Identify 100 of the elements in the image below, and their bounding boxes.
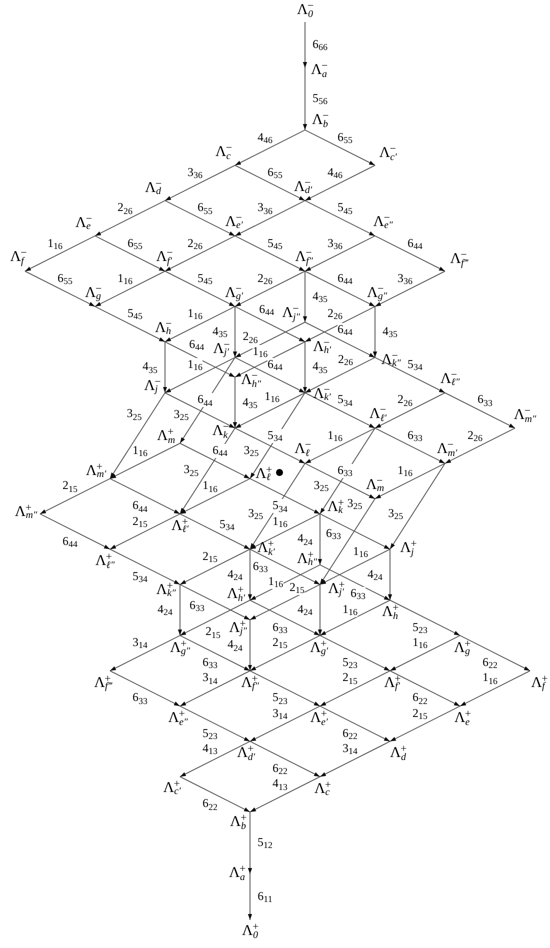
edge-label: 6$_{11}$	[258, 890, 272, 904]
edge-label: 5$_{12}$	[258, 836, 272, 850]
arrow	[320, 706, 390, 742]
arrow	[234, 164, 306, 202]
arrow	[180, 513, 250, 550]
edge-label: 5$_{45}$	[338, 201, 352, 216]
arrow	[304, 428, 376, 464]
edge-label: 6$_{66}$	[312, 38, 328, 52]
arrow	[250, 478, 320, 514]
edge-label: 6$_{55}$	[198, 201, 212, 216]
edge-label: 6$_{33}$	[478, 393, 492, 408]
edge-label: 4$_{35}$	[142, 360, 158, 374]
arrow	[460, 635, 530, 672]
edge-label: 4$_{24}$	[158, 603, 172, 617]
edge-label: 1$_{16}$	[482, 671, 498, 686]
edge-label: 4$_{35}$	[242, 396, 258, 410]
edge-label: 1$_{16}$	[188, 358, 202, 372]
edge-label: 4$_{13}$	[202, 742, 218, 756]
arrow	[390, 670, 460, 707]
arrow	[304, 357, 376, 394]
arrow	[234, 130, 306, 166]
arrow	[250, 776, 320, 812]
arrow	[110, 478, 180, 514]
arrow	[320, 513, 390, 550]
arrow	[164, 341, 236, 378]
edge-label: 2$_{15}$	[342, 671, 358, 686]
edge-label: 3$_{25}$	[174, 408, 189, 422]
arrow	[248, 874, 252, 920]
edge-label: 3$_{14}$	[132, 636, 148, 650]
edge-label: 1$_{16}$	[353, 544, 368, 559]
arrow	[248, 812, 252, 874]
arrow	[250, 548, 320, 585]
edge-label: 4$_{35}$	[382, 325, 398, 339]
edge-label: 6$_{55}$	[128, 236, 142, 251]
edge-label: 1$_{16}$	[272, 514, 288, 529]
edge-label: 6$_{44}$	[132, 499, 148, 514]
edge-label: 6$_{33}$	[338, 464, 352, 478]
arrow	[180, 740, 250, 778]
arrow	[390, 706, 460, 742]
edge-label: 5$_{34}$	[408, 358, 422, 372]
edge-label: 1$_{16}$	[188, 307, 202, 322]
arrow	[180, 442, 250, 480]
arrow	[250, 635, 320, 672]
arrow	[304, 235, 376, 272]
arrow	[180, 706, 250, 742]
arrow	[40, 513, 110, 550]
edge-label: 6$_{22}$	[202, 797, 218, 812]
edge-label: 6$_{33}$	[190, 598, 204, 613]
edge-label: 2$_{15}$	[132, 514, 148, 529]
arrow	[320, 428, 376, 514]
edge-label: 2$_{15}$	[206, 625, 220, 640]
edge-label: 6$_{22}$	[482, 656, 498, 670]
arrow	[234, 392, 306, 429]
edge-label: 2$_{15}$	[202, 550, 218, 564]
arrow	[250, 462, 306, 550]
edge-label: 6$_{44}$	[338, 272, 352, 286]
arrow	[24, 270, 96, 307]
edge-label: 2$_{26}$	[118, 201, 132, 216]
arrow	[234, 235, 306, 272]
arrow	[304, 130, 376, 166]
arrow	[232, 376, 238, 429]
edge-label: 6$_{44}$	[189, 338, 204, 352]
edge-label: 3$_{25}$	[347, 497, 362, 512]
arrow	[110, 442, 180, 480]
arrow	[110, 548, 180, 585]
edge-label: 5$_{34}$	[268, 428, 282, 443]
arrow	[180, 776, 250, 812]
arrow	[178, 584, 182, 636]
arrow	[250, 392, 306, 480]
arrow	[94, 235, 166, 272]
edge-label: 2$_{26}$	[468, 428, 482, 443]
edge-label: 5$_{23}$	[202, 726, 218, 741]
arrow	[234, 322, 306, 358]
arrow	[110, 392, 166, 480]
edge-label: 4$_{24}$	[368, 568, 382, 582]
edge-label: 2$_{15}$	[290, 581, 304, 596]
arrow	[110, 635, 180, 672]
arrow	[180, 428, 236, 514]
edge-label: 1$_{16}$	[132, 444, 148, 458]
edge-label: 5$_{45}$	[128, 307, 142, 322]
edge-label: 3$_{14}$	[342, 742, 358, 756]
edge-label: 1$_{16}$	[202, 479, 218, 494]
edge-label: 1$_{16}$	[342, 602, 358, 617]
arrow	[320, 670, 390, 707]
edge-label: 6$_{44}$	[259, 302, 274, 317]
arrow	[390, 462, 446, 550]
arrow	[164, 164, 236, 202]
arrow	[320, 548, 390, 585]
arrow	[234, 341, 306, 378]
arrow	[374, 235, 446, 272]
edge-label: 3$_{25}$	[388, 507, 404, 522]
arrow	[374, 270, 446, 307]
arrow	[248, 548, 252, 601]
edge-label: 1$_{16}$	[118, 272, 132, 286]
edge-label: 5$_{56}$	[312, 92, 328, 106]
arrow	[180, 584, 250, 620]
edge-label: 5$_{34}$	[220, 518, 234, 532]
edge-label: 6$_{55}$	[338, 130, 352, 145]
arrow	[180, 600, 250, 636]
edge-label: 5$_{23}$	[342, 656, 358, 670]
